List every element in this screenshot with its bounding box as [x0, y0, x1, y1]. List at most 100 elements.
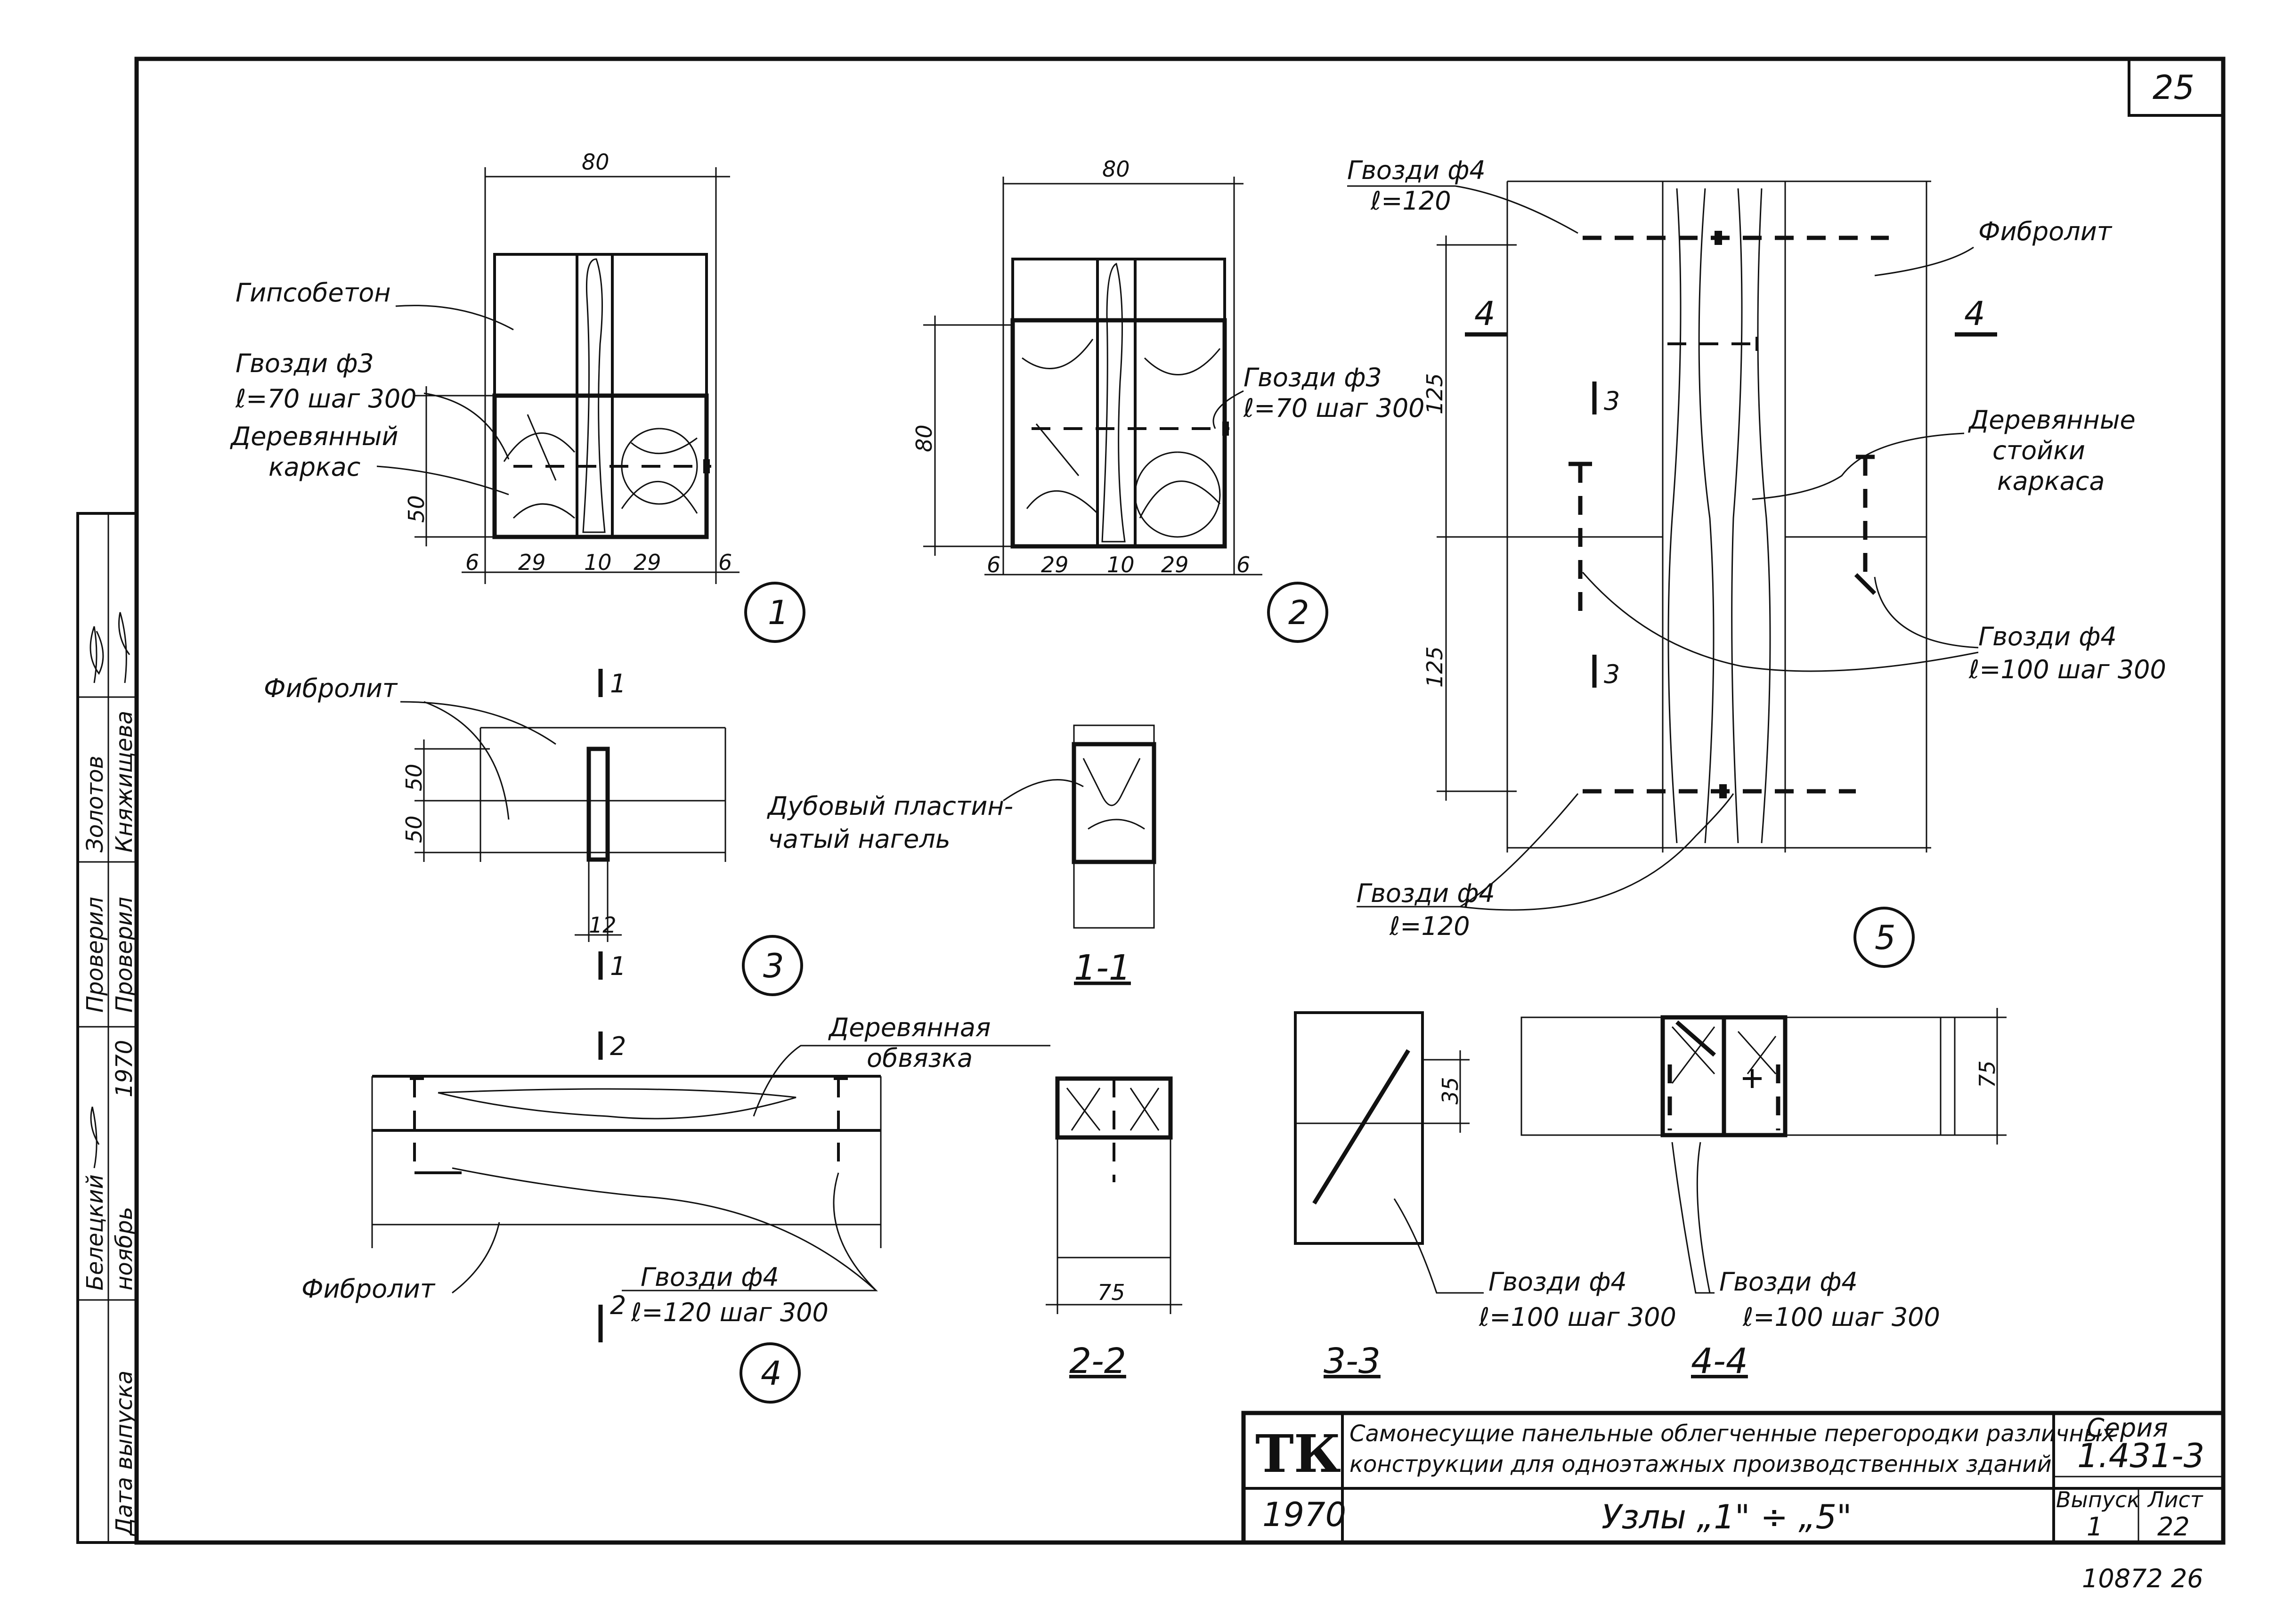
stamp-role-2: Проверил	[111, 897, 138, 1013]
cut2-top-label: 2	[610, 1031, 626, 1061]
series-label: Серия	[2087, 1413, 2168, 1443]
sheet-title: Узлы „1" ÷ „5"	[1601, 1498, 1852, 1536]
list-value: 22	[2157, 1512, 2190, 1542]
label-der-stoiki-1: Деревянные	[1968, 405, 2136, 435]
label-dub-nagel-1: Дубовый пластин-	[767, 791, 1013, 821]
label-fibrolit-node4: Фибролит	[301, 1274, 436, 1304]
label-gvozdi-f4-node5-right-sub: ℓ=100 шаг 300	[1968, 655, 2166, 684]
section-3-3-dim: 35	[1438, 1077, 1463, 1104]
label-gvozdi-f4-44-sub: ℓ=100 шаг 300	[1742, 1302, 1940, 1332]
stamp-name-4: ноябрь	[111, 1207, 138, 1291]
label-gvozdi-f4-33-sub: ℓ=100 шаг 300	[1479, 1302, 1676, 1332]
label-fibrolit-node5: Фибролит	[1978, 217, 2113, 246]
node1-marker: 1	[768, 593, 789, 632]
node-4: 2 2 Деревянная обвязка Фибролит Гвозди ф…	[301, 1013, 1050, 1404]
cut3-top-label: 3	[1604, 386, 1620, 416]
node2-dim-c: 10	[1107, 552, 1135, 577]
title-logo: ТК	[1255, 1423, 1341, 1484]
cut1-bottom-label: 1	[610, 951, 626, 981]
section-2-2-dim: 75	[1097, 1280, 1125, 1305]
node2-marker: 2	[1288, 593, 1309, 632]
stamp-role-1: Проверил	[82, 897, 108, 1013]
title-block: ТК Самонесущие панельные облегченные пер…	[1241, 1411, 2226, 1545]
node3-dim-b: 50	[401, 815, 427, 843]
label-gvozdi-f4-node4: Гвозди ф4	[641, 1262, 779, 1292]
sheet-frame: 25 10872 26	[134, 57, 2226, 1593]
label-dub-nagel-2: чатый нагель	[768, 824, 951, 854]
series-value: 1.431-3	[2077, 1437, 2204, 1475]
label-der-obvyazka-1: Деревянная	[828, 1013, 991, 1042]
node-2: 80 80 6 29 10 29 6 Гвозди ф3 ℓ=70 шаг 30…	[911, 156, 1425, 643]
label-der-stoiki-3: каркаса	[1997, 466, 2105, 496]
label-gvozdi-f4-bot-sub: ℓ=120	[1389, 911, 1470, 941]
section-1-1-title: 1-1	[1074, 948, 1131, 988]
node3-dim-c: 12	[589, 912, 617, 938]
node1-dim-height: 50	[404, 495, 429, 523]
list-label: Лист	[2147, 1487, 2203, 1512]
label-gipsobeton: Гипсобетон	[236, 278, 391, 308]
signature-1	[89, 626, 104, 683]
node2-dim-d: 29	[1161, 552, 1189, 577]
cut3-bottom-label: 3	[1604, 659, 1620, 689]
node5-marker: 5	[1875, 918, 1896, 957]
label-gvozdi-f3-node2: Гвозди ф3	[1244, 363, 1382, 392]
bottom-note: 10872 26	[2082, 1564, 2203, 1593]
title-line-2: конструкции для одноэтажных производстве…	[1349, 1451, 2052, 1478]
section-2-2: 75 2-2	[1046, 1076, 1182, 1381]
vypusk-value: 1	[2087, 1512, 2103, 1542]
node1-dim-e: 6	[718, 550, 732, 575]
side-stamp: Проверил Золотов Проверил Княжищева Беле…	[76, 512, 138, 1544]
section-4-4-dim: 75	[1975, 1060, 2000, 1088]
label-gvozdi-f4-node5-right: Гвозди ф4	[1978, 622, 2117, 651]
node-1: 80 50 6 29 10 29 6 Гипсобетон Гвозди ф3 …	[230, 149, 805, 643]
cut4-left-label: 4	[1474, 294, 1495, 333]
stamp-name-1: Золотов	[82, 755, 108, 853]
cut2-bottom-label: 2	[610, 1291, 626, 1320]
label-der-obvyazka-2: обвязка	[867, 1043, 973, 1073]
label-fibrolit-node3: Фибролит	[264, 674, 398, 703]
signature-2	[118, 612, 130, 683]
section-4-4: 75 Гвозди ф4 ℓ=100 шаг 300 4-4	[1520, 1008, 2007, 1381]
node3-marker: 3	[763, 947, 784, 985]
label-gvozdi-f4-bot: Гвозди ф4	[1357, 878, 1495, 908]
title-year: 1970	[1262, 1495, 1346, 1534]
stamp-name-2: Княжищева	[111, 711, 138, 853]
node-3: 50 50 12 1 1 Фибролит 3	[264, 669, 803, 996]
node3-dim-a: 50	[401, 763, 427, 791]
sheet-number: 25	[2153, 68, 2194, 107]
label-der-stoiki-2: стойки	[1992, 436, 2085, 465]
label-gvozdi-f4-33: Гвозди ф4	[1488, 1267, 1627, 1297]
node1-dim-c: 10	[584, 550, 612, 575]
label-gvozdi-f4-44: Гвозди ф4	[1719, 1267, 1858, 1297]
title-line-1: Самонесущие панельные облегченные перего…	[1349, 1421, 2115, 1447]
section-2-2-title: 2-2	[1069, 1341, 1126, 1381]
label-gvozdi-f4-node4-sub: ℓ=120 шаг 300	[631, 1298, 829, 1327]
vypusk-label: Выпуск	[2056, 1487, 2140, 1512]
label-der-karkas-1: Деревянный	[230, 422, 398, 451]
cut4-right-label: 4	[1964, 294, 1985, 333]
node2-dim-height: 80	[911, 424, 937, 452]
node1-dim-d: 29	[634, 550, 661, 575]
signature-3	[90, 1106, 100, 1169]
label-gvozdi-f4-top: Гвозди ф4	[1347, 155, 1486, 185]
section-3-3-title: 3-3	[1324, 1341, 1381, 1381]
label-gvozdi-f3-node2-sub: ℓ=70 шаг 300	[1243, 393, 1425, 423]
node1-dim-a: 6	[465, 550, 479, 575]
node4-marker: 4	[761, 1354, 782, 1393]
section-3-3: 35 Гвозди ф4 ℓ=100 шаг 300 3-3	[1294, 1011, 1676, 1381]
label-gvozdi-f3-node1: Гвозди ф3	[236, 349, 374, 378]
node1-dim-b: 29	[518, 550, 546, 575]
section-1-1: Дубовый пластин- чатый нагель 1-1	[767, 724, 1156, 988]
label-gvozdi-f3-node1-sub: ℓ=70 шаг 300	[235, 384, 417, 414]
label-der-karkas-2: каркас	[268, 452, 360, 482]
node2-dim-b: 29	[1041, 552, 1069, 577]
node2-dim-width: 80	[1102, 156, 1130, 182]
node-5: 125 125 3 3 4 4 Гвозди ф4 ℓ=120 Фибролит…	[1347, 155, 2166, 968]
cut1-top-label: 1	[610, 669, 626, 698]
node2-dim-a: 6	[987, 552, 1000, 577]
node1-dim-width: 80	[582, 149, 610, 175]
node5-dim-a: 125	[1422, 373, 1447, 414]
node2-dim-e: 6	[1236, 552, 1250, 577]
stamp-year: 1970	[111, 1040, 138, 1097]
